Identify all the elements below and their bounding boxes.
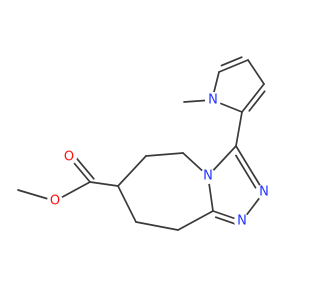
molecule-canvas: N N N N O O — [17, 56, 272, 231]
atom-label-n-pyrrole: N — [208, 93, 218, 108]
bond-layer — [17, 56, 266, 231]
bond-pyrrole-triazole-link — [235, 111, 243, 147]
bond-pyrrole-2-inner — [220, 56, 243, 67]
bond-azepane-3 — [117, 155, 147, 187]
atom-n-fused: N — [200, 168, 216, 184]
molecule-structure: N N N N O O — [17, 56, 272, 231]
atom-label-layer: N N N N O O — [47, 92, 272, 229]
atom-label-n-fused: N — [203, 169, 213, 184]
bond-azepane-6 — [177, 210, 214, 231]
atom-o-ester: O — [47, 193, 63, 209]
atom-label-n-triazole-b: N — [237, 214, 247, 229]
bond-pyrrole-4 — [241, 83, 265, 113]
atom-label-o-ester: O — [50, 194, 60, 209]
atom-n-triazole-a: N — [256, 184, 272, 200]
bond-azepane-4 — [117, 185, 137, 223]
bond-pyrrole-3 — [247, 59, 265, 85]
atom-o-carbonyl: O — [61, 149, 77, 165]
bond-pyrrole-2 — [218, 59, 249, 73]
bond-carbonyl-inner — [74, 155, 95, 180]
atom-n-triazole-b: N — [234, 213, 250, 229]
bond-ester-link — [89, 181, 119, 187]
bond-triazole-4-inner — [214, 216, 237, 226]
bond-azepane-5 — [135, 221, 179, 231]
bond-triazole-2-inner — [235, 154, 257, 189]
atom-n-pyrrole: N — [205, 92, 221, 108]
atom-label-o-carbonyl: O — [64, 150, 74, 165]
bond-azepane-2 — [145, 152, 184, 157]
atom-label-n-triazole-a: N — [259, 185, 269, 200]
bond-pyrrole-4-inner — [248, 90, 266, 112]
bond-triazole-2 — [235, 145, 265, 193]
